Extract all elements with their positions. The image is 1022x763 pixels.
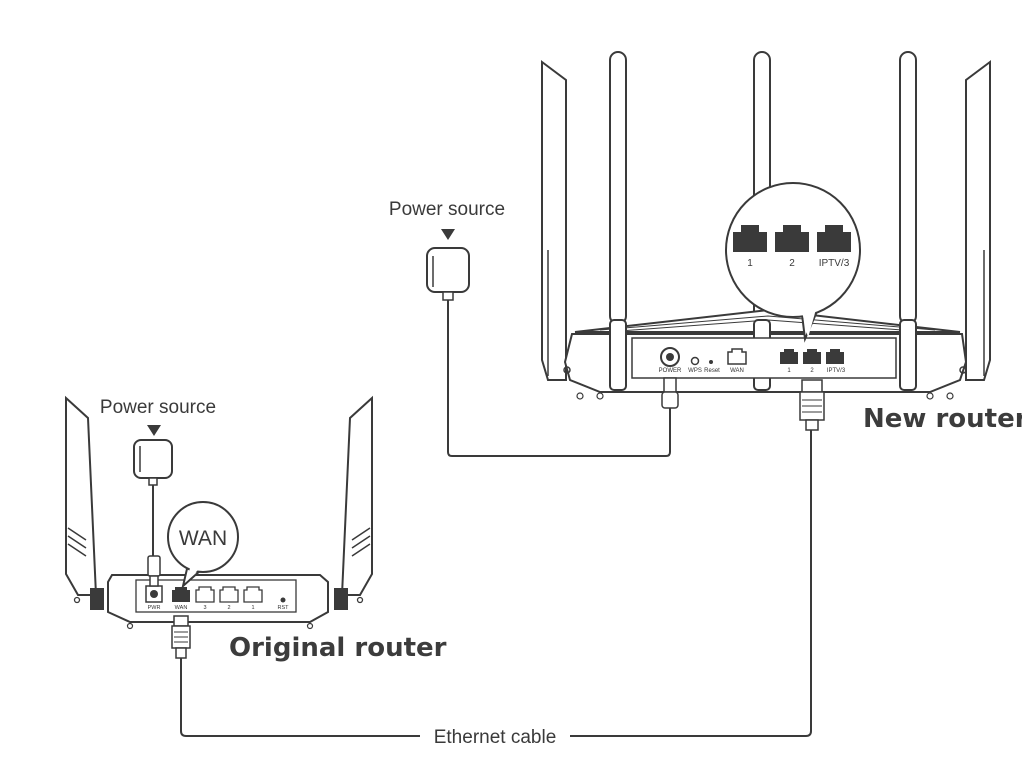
original-router-lan3-port: [195, 586, 215, 603]
original-router-wan-callout: WAN: [167, 501, 239, 589]
new-router-iptv3-label: IPTV/3: [827, 368, 846, 374]
original-router: PWR WAN 3 2 1 RST WAN: [65, 395, 373, 659]
original-router-power-adapter: Power source: [100, 397, 216, 486]
new-router-zoom-callout: 1 2 IPTV/3: [725, 182, 861, 343]
zoom-port-1: [733, 225, 767, 252]
original-router-reset-pinhole[interactable]: [280, 597, 286, 603]
new-router: POWER WPS Reset WAN 1 2 IPTV/3: [541, 51, 991, 431]
original-router-antenna-left: [65, 395, 98, 596]
original-router-label: Original router: [229, 633, 447, 663]
new-router-antenna-left-inner: [609, 51, 627, 325]
zoom-port-iptv3-label: IPTV/3: [819, 258, 850, 269]
original-router-ethernet-plug: [171, 615, 191, 659]
down-arrow-icon: [441, 229, 455, 240]
power-source-label-new: Power source: [389, 199, 505, 220]
power-source-label-original: Power source: [100, 397, 216, 418]
new-router-lan2-port: [803, 349, 821, 364]
new-router-lan1-label: 1: [787, 368, 791, 374]
reset-pinhole[interactable]: [709, 360, 713, 364]
new-router-power-adapter: Power source: [389, 199, 505, 301]
zoom-port-1-label: 1: [747, 258, 753, 269]
zoom-port-2-label: 2: [789, 258, 795, 269]
original-router-lan1-label: 1: [251, 605, 254, 611]
original-router-lan1-port: [243, 586, 263, 603]
new-router-antenna-right-inner: [899, 51, 917, 325]
new-router-reset-label: Reset: [704, 368, 720, 374]
down-arrow-icon: [147, 425, 161, 436]
original-router-wan-port: [172, 587, 190, 602]
ethernet-cable-label: Ethernet cable: [434, 727, 557, 748]
original-router-pwr-jack: [145, 585, 163, 603]
new-router-label: New router: [863, 404, 1022, 434]
original-router-rst-label: RST: [278, 605, 290, 611]
original-router-lan2-port: [219, 586, 239, 603]
original-router-wan-label: WAN: [175, 605, 188, 611]
new-router-power-label: POWER: [659, 368, 682, 374]
new-router-power-plug: [661, 377, 679, 409]
new-router-lan1-port: [780, 349, 798, 364]
new-router-power-jack: [660, 347, 680, 367]
wan-callout-label: WAN: [179, 527, 227, 550]
new-router-lan2-label: 2: [810, 368, 814, 374]
wps-button[interactable]: [690, 356, 700, 366]
new-router-wan-port: [727, 348, 747, 365]
original-router-power-plug: [147, 555, 161, 587]
new-router-power-cable: [447, 300, 671, 457]
ethernet-cable: [180, 430, 812, 737]
zoom-port-iptv3: [817, 225, 851, 252]
original-router-lan2-label: 2: [227, 605, 230, 611]
new-router-wan-label: WAN: [730, 368, 744, 374]
new-router-ethernet-plug: [799, 379, 825, 431]
original-router-pwr-label: PWR: [148, 605, 161, 611]
new-router-antenna-left-outer: [541, 60, 567, 381]
original-router-lan3-label: 3: [203, 605, 206, 611]
new-router-antenna-right-outer: [965, 60, 991, 381]
zoom-port-2: [775, 225, 809, 252]
original-router-antenna-right: [340, 395, 373, 596]
new-router-iptv3-port: [826, 349, 844, 364]
new-router-wps-label: WPS: [688, 368, 702, 374]
